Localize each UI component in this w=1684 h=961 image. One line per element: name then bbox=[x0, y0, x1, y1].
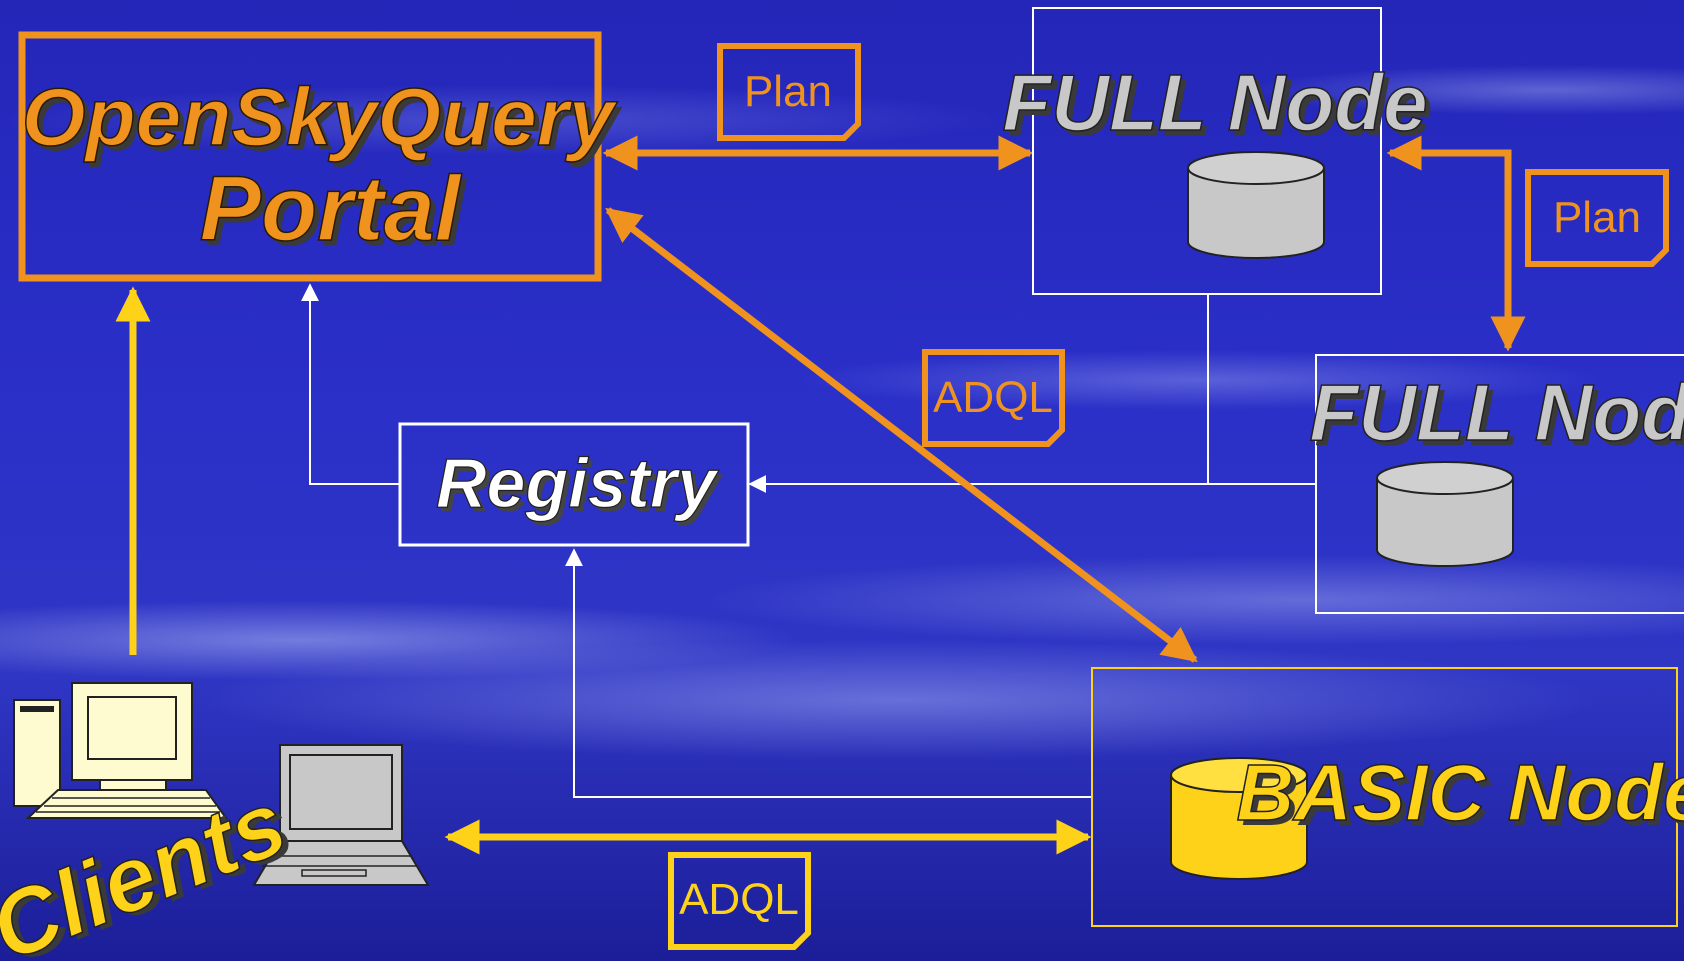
full-node-2-label: FULL Node bbox=[1309, 368, 1684, 457]
registry-to-portal-line bbox=[301, 283, 400, 485]
full-node-1-shadow: FULL Node bbox=[1007, 63, 1432, 152]
portal-title-line2-shadow: Portal bbox=[205, 163, 468, 265]
basic-node-shadow: BASIC Node bbox=[1241, 753, 1684, 842]
full-node-2[interactable]: FULL Node FULL Node bbox=[1309, 354, 1684, 614]
basic-node-to-registry-line bbox=[565, 548, 1092, 798]
adql-middle-label: ADQL bbox=[933, 373, 1053, 422]
plan-message-right: Plan bbox=[1525, 169, 1669, 267]
full-node-1-label: FULL Node bbox=[1002, 58, 1427, 147]
portal-basic-node-arrow bbox=[605, 207, 1198, 663]
full-node-full-node-arrow bbox=[1386, 135, 1526, 352]
plan-top-label: Plan bbox=[744, 67, 832, 116]
adql-message-bottom: ADQL bbox=[668, 852, 811, 950]
portal-title-line2: Portal bbox=[200, 158, 463, 260]
portal-title-line1: OpenSkyQuery bbox=[27, 77, 624, 168]
registry-shadow: Registry bbox=[440, 448, 723, 526]
basic-node-label: BASIC Node bbox=[1236, 748, 1684, 837]
basic-node[interactable]: BASIC Node BASIC Node bbox=[1091, 667, 1684, 927]
portal-node[interactable]: OpenSkyQuery OpenSkyQuery Portal Portal bbox=[18, 31, 624, 282]
registry-label: Registry bbox=[436, 444, 719, 522]
portal-title-line1-front: OpenSkyQuery bbox=[22, 72, 619, 163]
full-node-1[interactable]: FULL Node FULL Node bbox=[1002, 7, 1433, 295]
database-icon bbox=[1187, 151, 1325, 259]
registry-node[interactable]: Registry Registry bbox=[398, 422, 750, 547]
desktop-computer-icon bbox=[13, 682, 228, 819]
database-icon bbox=[1376, 461, 1514, 567]
plan-right-label: Plan bbox=[1553, 193, 1641, 242]
database-icon bbox=[1170, 757, 1308, 880]
adql-message-middle: ADQL bbox=[922, 349, 1065, 447]
adql-bottom-label: ADQL bbox=[679, 875, 799, 924]
laptop-computer-icon bbox=[252, 744, 430, 886]
plan-message-top: Plan bbox=[717, 43, 861, 141]
full-node-2-shadow: FULL Node bbox=[1314, 373, 1684, 462]
